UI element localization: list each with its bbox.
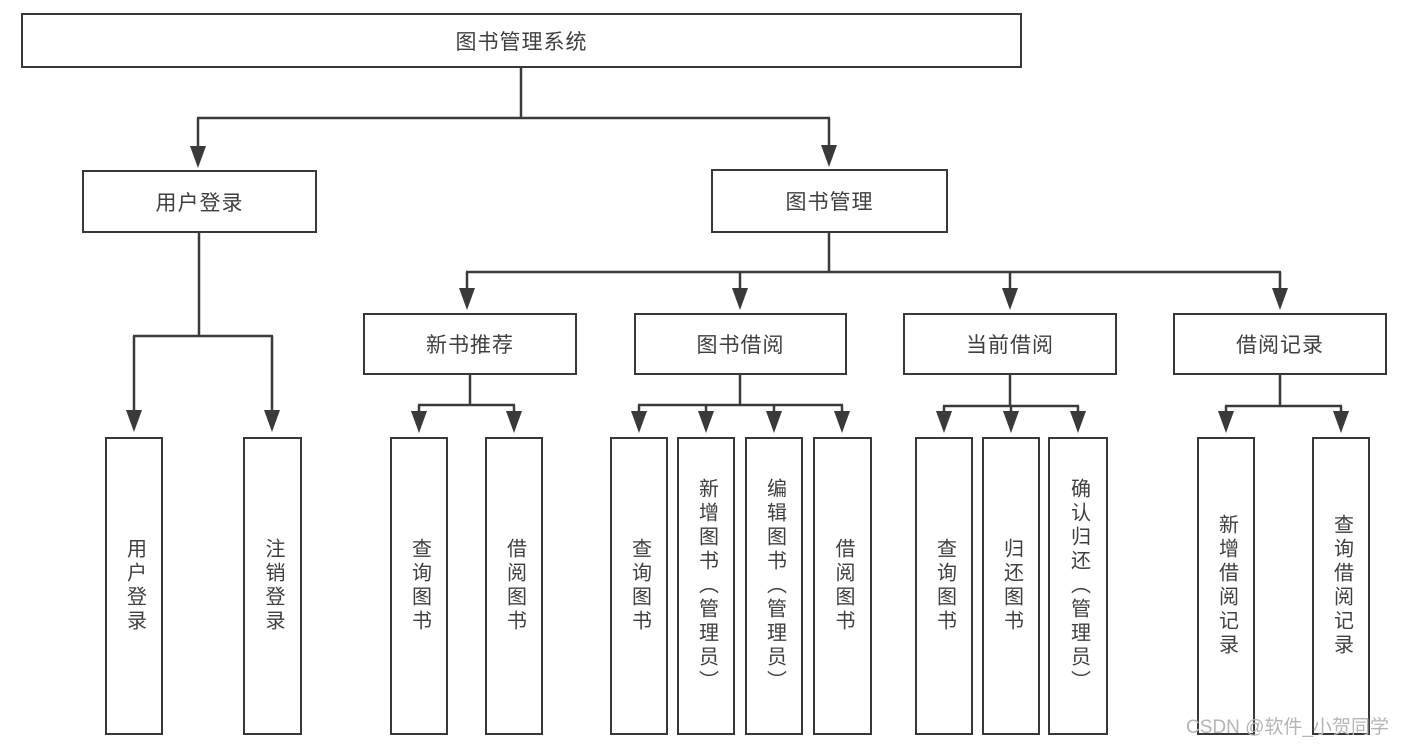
connector-book-borrow bbox=[631, 375, 850, 433]
leaf-edit-book-admin: 编辑图书（管理员） bbox=[745, 437, 803, 735]
leaf-logout: 注销登录 bbox=[243, 437, 302, 735]
leaf-borrow-books-recommend-label: 借阅图书 bbox=[503, 538, 526, 634]
node-current-borrow: 当前借阅 bbox=[903, 313, 1117, 375]
leaf-add-book-admin-label: 新增图书（管理员） bbox=[695, 478, 718, 694]
leaf-confirm-return-admin: 确认归还（管理员） bbox=[1048, 437, 1108, 735]
connector-user-login bbox=[126, 233, 280, 432]
connector-book-management bbox=[459, 233, 1288, 310]
node-new-book-recommend-label: 新书推荐 bbox=[426, 334, 514, 357]
leaf-query-books-recommend-label: 查询图书 bbox=[408, 538, 431, 634]
node-user-login-label: 用户登录 bbox=[155, 191, 244, 215]
node-user-login: 用户登录 bbox=[82, 170, 317, 233]
connector-new-book-recommend bbox=[411, 375, 522, 433]
node-borrow-records-label: 借阅记录 bbox=[1236, 334, 1324, 357]
node-new-book-recommend: 新书推荐 bbox=[363, 313, 577, 375]
node-book-management: 图书管理 bbox=[711, 169, 948, 233]
node-current-borrow-label: 当前借阅 bbox=[966, 334, 1054, 357]
node-root-label: 图书管理系统 bbox=[455, 30, 588, 54]
connector-root-split bbox=[190, 68, 837, 168]
leaf-query-books-current-label: 查询图书 bbox=[933, 538, 956, 634]
node-root: 图书管理系统 bbox=[21, 13, 1022, 68]
node-book-borrow-label: 图书借阅 bbox=[696, 334, 785, 357]
leaf-edit-book-admin-label: 编辑图书（管理员） bbox=[763, 478, 786, 694]
node-borrow-records: 借阅记录 bbox=[1173, 313, 1387, 375]
leaf-query-books-current: 查询图书 bbox=[915, 437, 973, 735]
connector-borrow-records bbox=[1218, 375, 1349, 433]
leaf-borrow-books-label: 借阅图书 bbox=[832, 538, 854, 634]
leaf-add-borrow-record: 新增借阅记录 bbox=[1197, 437, 1255, 735]
leaf-query-books-borrow-label: 查询图书 bbox=[628, 538, 651, 634]
leaf-add-borrow-record-label: 新增借阅记录 bbox=[1215, 514, 1238, 658]
leaf-query-borrow-record-label: 查询借阅记录 bbox=[1330, 514, 1353, 658]
leaf-logout-label: 注销登录 bbox=[262, 538, 284, 634]
leaf-query-books-recommend: 查询图书 bbox=[390, 437, 448, 735]
node-book-borrow: 图书借阅 bbox=[634, 313, 847, 375]
leaf-borrow-books: 借阅图书 bbox=[813, 437, 872, 735]
leaf-confirm-return-admin-label: 确认归还（管理员） bbox=[1067, 478, 1090, 694]
csdn-watermark: CSDN @软件_小贺同学 bbox=[1186, 717, 1389, 738]
node-book-management-label: 图书管理 bbox=[785, 191, 874, 214]
leaf-return-book: 归还图书 bbox=[982, 437, 1040, 735]
leaf-add-book-admin: 新增图书（管理员） bbox=[677, 437, 735, 735]
leaf-query-borrow-record: 查询借阅记录 bbox=[1312, 437, 1370, 735]
leaf-query-books-borrow: 查询图书 bbox=[610, 437, 668, 735]
leaf-user-login-label: 用户登录 bbox=[123, 538, 146, 634]
leaf-borrow-books-recommend: 借阅图书 bbox=[485, 437, 543, 735]
leaf-return-book-label: 归还图书 bbox=[1000, 538, 1023, 634]
leaf-user-login: 用户登录 bbox=[105, 437, 163, 735]
connector-current-borrow bbox=[936, 375, 1086, 433]
